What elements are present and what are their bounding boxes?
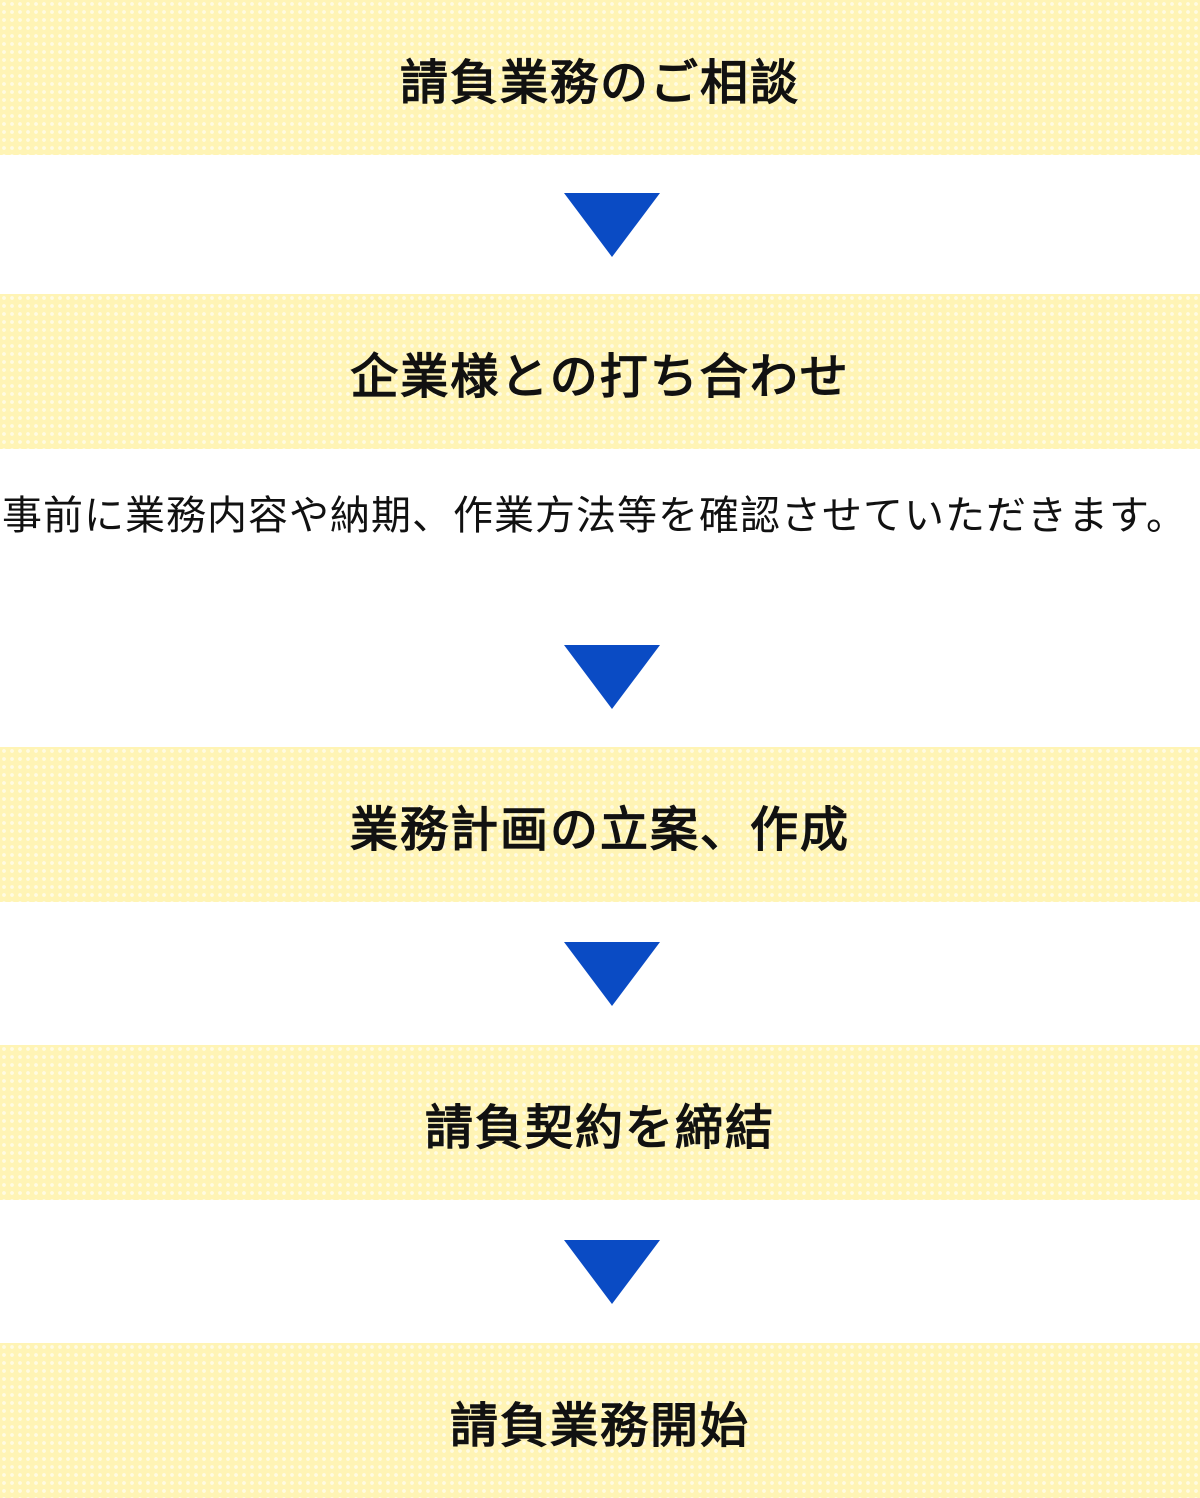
triangle-down-icon (564, 645, 660, 709)
triangle-down-icon (564, 942, 660, 1006)
step-label: 業務計画の立案、作成 (349, 801, 850, 858)
triangle-down-icon (564, 1240, 660, 1304)
step-consultation: 請負業務のご相談 (0, 0, 1200, 155)
step-label: 請負業務開始 (449, 1397, 750, 1454)
step-label: 企業様との打ち合わせ (350, 348, 850, 405)
step-start: 請負業務開始 (0, 1343, 1200, 1498)
step-planning: 業務計画の立案、作成 (0, 747, 1200, 902)
step-note: 事前に業務内容や納期、作業方法等を確認させていただきます。 (2, 493, 1187, 539)
step-contract: 請負契約を締結 (0, 1045, 1200, 1200)
step-meeting: 企業様との打ち合わせ (0, 294, 1200, 449)
step-label: 請負業務のご相談 (399, 54, 800, 111)
step-label: 請負契約を締結 (424, 1099, 775, 1156)
triangle-down-icon (564, 193, 660, 257)
